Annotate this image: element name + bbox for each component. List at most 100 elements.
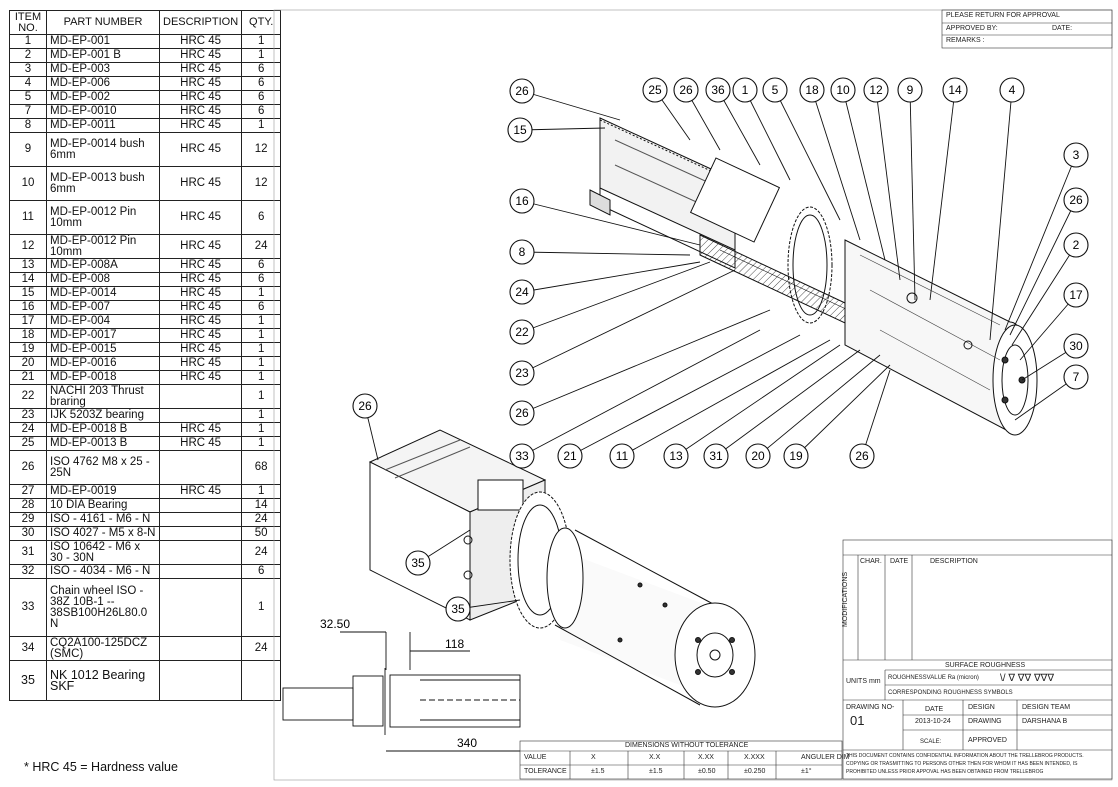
sheet-frame: [273, 9, 1113, 781]
balloon-callout: 26: [1063, 187, 1089, 213]
bom-header-item: ITEM NO.: [9, 10, 47, 35]
balloon-circle: [999, 77, 1025, 103]
tolerance-column-value: ±0.50: [698, 768, 716, 775]
balloon-circle: [783, 443, 809, 469]
leader-line: [1019, 294, 1077, 361]
balloon-number: 15: [513, 123, 527, 137]
bom-cell-qty: 12: [241, 132, 282, 167]
balloon-callout: 3: [1063, 142, 1089, 168]
balloon-number: 18: [805, 83, 819, 97]
balloon-number: 26: [1069, 193, 1083, 207]
bom-cell-qty: 68: [241, 450, 282, 485]
isometric-view: [368, 429, 756, 708]
roughness-value-label: ROUGHNESSVALUE Ra (micron): [888, 675, 979, 681]
balloon-callout: 26: [509, 400, 535, 426]
tolerance-label: TOLERANCE: [524, 768, 567, 775]
leader-line: [521, 90, 621, 121]
balloon-number: 31: [709, 449, 723, 463]
bom-cell-part: ISO 4762 M8 x 25 - 25N: [46, 450, 160, 485]
balloon-callout: 35: [445, 596, 471, 622]
bom-cell-qty: 24: [241, 636, 282, 661]
balloon-callout: 30: [1063, 333, 1089, 359]
leader-line: [521, 200, 701, 246]
balloon-callout: 21: [557, 443, 583, 469]
tolerance-column-header: X.X: [649, 754, 661, 761]
balloon-circle: [1063, 142, 1089, 168]
balloon-callout: 14: [942, 77, 968, 103]
balloon-number: 30: [1069, 339, 1083, 353]
balloon-circle: [830, 77, 856, 103]
balloon-number: 17: [1069, 288, 1083, 302]
leader-line: [989, 89, 1013, 341]
balloon-callout: 24: [509, 279, 535, 305]
bom-header-desc: DESCRIPTION: [158, 10, 243, 35]
design-team-label: DESIGN TEAM: [1022, 704, 1071, 711]
leader-line: [521, 309, 771, 414]
balloon-number: 14: [948, 83, 962, 97]
balloon-callout: 31: [703, 443, 729, 469]
iso-cylinder: [368, 429, 547, 621]
bom-cell-item: 34: [9, 636, 47, 661]
balloon-circle: [509, 239, 535, 265]
title-block: [842, 9, 1113, 780]
balloon-circle: [642, 77, 668, 103]
balloon-number: 26: [679, 83, 693, 97]
balloon-callout: 8: [509, 239, 535, 265]
balloon-callout: 11: [609, 443, 635, 469]
leader-line: [909, 89, 916, 301]
balloon-circle: [509, 360, 535, 386]
bom-cell-qty: [241, 660, 282, 701]
balloon-callout: 4: [999, 77, 1025, 103]
tolerance-column-header: ANGULER DIM: [801, 754, 850, 761]
bom-cell-part: MD-EP-0013 bush 6mm: [46, 166, 160, 201]
leader-lines: [364, 89, 1077, 610]
bom-cell-qty: 1: [241, 370, 282, 385]
balloon-number: 11: [616, 449, 629, 463]
tolerance-column-header: X.XX: [698, 754, 714, 761]
scale-label: SCALE:: [920, 739, 942, 745]
balloon-circle: [509, 443, 535, 469]
balloon-number: 21: [563, 449, 577, 463]
leader-line: [621, 339, 831, 457]
balloon-circle: [942, 77, 968, 103]
roughness-symbols-label: CORRESPONDING ROUGHNESS SYMBOLS: [888, 690, 1013, 696]
date-column-label: DATE: [925, 706, 944, 713]
tolerance-value-label: VALUE: [524, 754, 547, 761]
leader-line: [1004, 154, 1077, 331]
surface-roughness-label: SURFACE ROUGHNESS: [945, 662, 1026, 669]
tolerance-column-header: X.XXX: [744, 754, 765, 761]
approved-label: APPROVED: [968, 737, 1007, 744]
balloon-number: 9: [907, 83, 914, 97]
balloon-number: 33: [515, 449, 529, 463]
tolerance-column-value: ±1.5: [591, 768, 605, 775]
balloon-number: 26: [515, 84, 529, 98]
dimension-340: 340: [457, 736, 477, 750]
bom-cell-item: 26: [9, 450, 47, 485]
leader-line: [715, 349, 861, 457]
balloon-callout: 16: [509, 188, 535, 214]
balloon-number: 23: [515, 366, 529, 380]
leader-line: [717, 89, 761, 166]
balloon-callout: 1: [732, 77, 758, 103]
balloon-number: 4: [1009, 83, 1016, 97]
balloon-callout: 22: [509, 319, 535, 345]
bom-cell-part: Chain wheel ISO - 38Z 10B-1 -- 38SB100H2…: [46, 578, 160, 637]
balloon-number: 35: [411, 556, 425, 570]
balloon-circle: [1063, 187, 1089, 213]
balloon-circle: [509, 400, 535, 426]
balloon-callout: 19: [783, 443, 809, 469]
balloon-number: 10: [836, 83, 850, 97]
section-endcap: [589, 189, 611, 216]
modifications-label: MODIFICATIONS: [842, 571, 850, 628]
bom-cell-part: MD-EP-0012 Pin 10mm: [46, 234, 160, 259]
